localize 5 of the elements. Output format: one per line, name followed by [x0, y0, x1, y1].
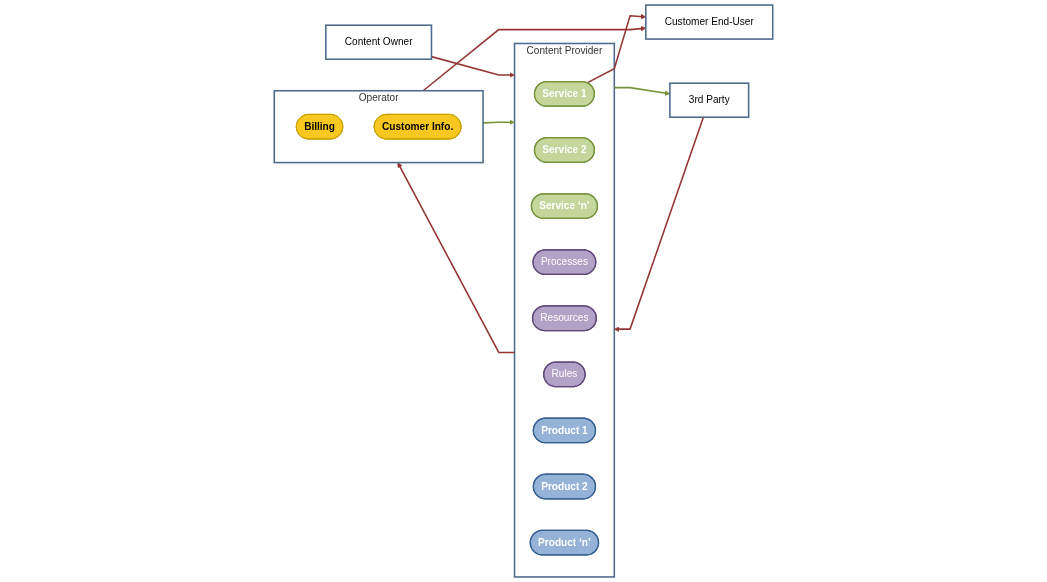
node-box: Customer End-User	[645, 4, 774, 40]
node-box: 3rd Party	[669, 82, 750, 118]
node-box: Content Owner	[325, 24, 433, 61]
arrow	[397, 162, 516, 354]
arrow	[614, 116, 705, 332]
